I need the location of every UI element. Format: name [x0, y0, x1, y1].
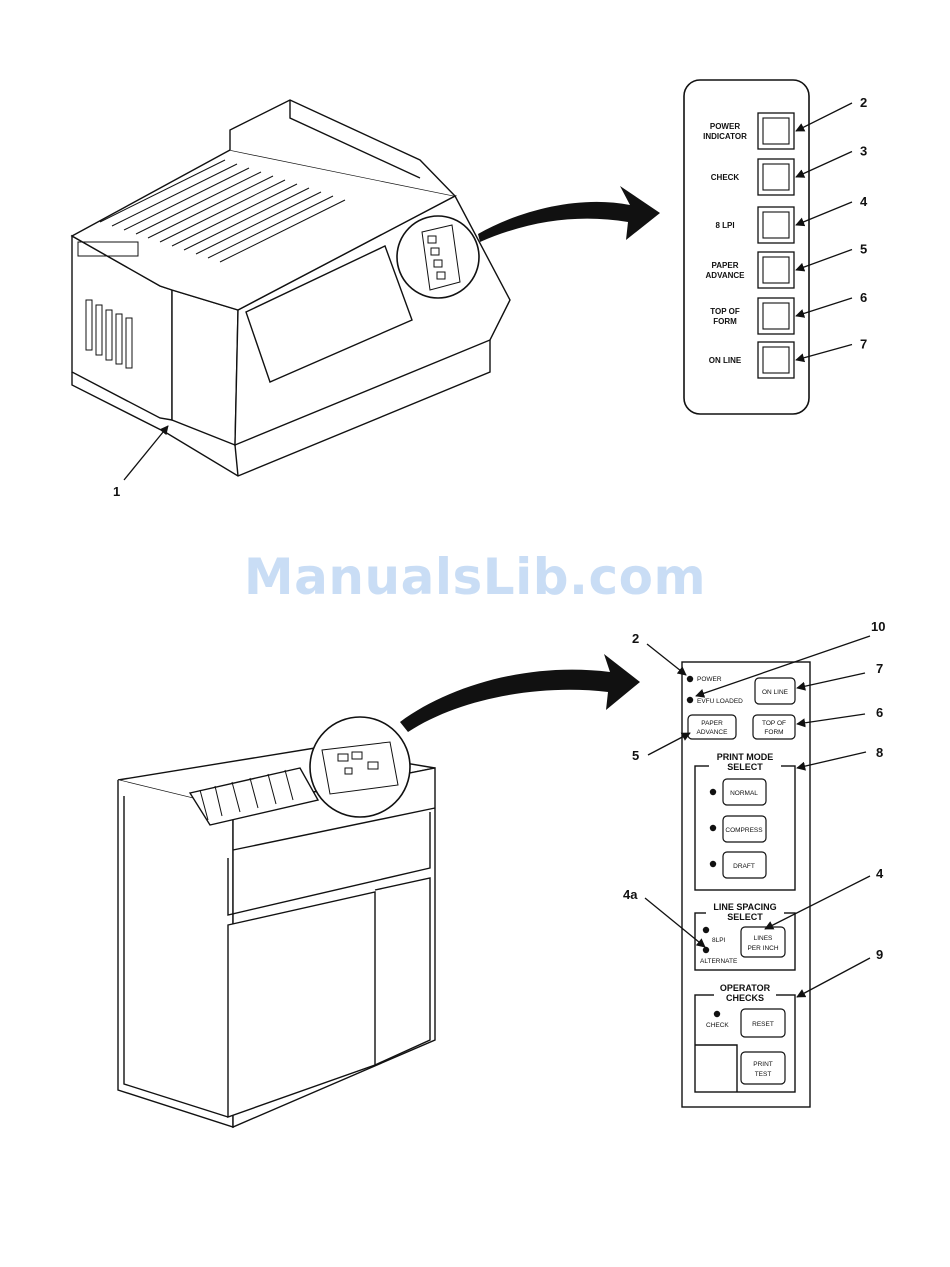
watermark-text: ManualsLib.com [0, 548, 950, 606]
callout-1-arrow [124, 426, 168, 480]
top-panel-button-face-1[interactable] [763, 118, 789, 144]
evfu-loaded-label: EVFU LOADED [697, 698, 743, 705]
callout-lpi-alternate-label: 4a [623, 887, 638, 902]
print-test-button[interactable] [741, 1052, 785, 1084]
top-panel-label-5-line-2: FORM [713, 317, 737, 326]
power-led [687, 676, 693, 682]
normal-led [710, 789, 716, 795]
operator-checks-title-line1: OPERATOR [720, 983, 771, 993]
callout-power-label: 2 [632, 631, 639, 646]
top-panel-button-face-2[interactable] [763, 164, 789, 190]
callout-print-mode-label: 8 [876, 745, 883, 760]
top-panel-callout-1: 2 [860, 95, 867, 110]
callout-paper-advance-label: 5 [632, 748, 639, 763]
callout-operator-checks-label: 9 [876, 947, 883, 962]
paper-advance-line1: PAPER [701, 720, 723, 727]
paper-advance-line2: ADVANCE [697, 729, 729, 736]
top-panel-callout-3: 4 [860, 194, 868, 209]
top-panel-callout-4: 5 [860, 242, 867, 257]
alternate-label: ALTERNATE [700, 958, 738, 965]
compress-button-label: COMPRESS [725, 827, 763, 834]
lpi-led [703, 927, 709, 933]
top-printer-illustration [72, 100, 510, 476]
reset-button-label: RESET [752, 1021, 774, 1028]
print-mode-title-line2: SELECT [727, 762, 763, 772]
callout-evfu-label: 10 [871, 619, 885, 634]
callout-1-label: 1 [113, 484, 120, 499]
top-panel-callout-2: 3 [860, 144, 867, 159]
print-test-line1: PRINT [753, 1061, 773, 1068]
top-panel-button-face-3[interactable] [763, 212, 789, 238]
lines-per-inch-line2: PER INCH [747, 945, 778, 952]
alternate-led [703, 947, 709, 953]
draft-button-label: DRAFT [733, 863, 755, 870]
top-panel-label-1-line-2: INDICATOR [703, 132, 747, 141]
callout-on-line-label: 7 [876, 661, 883, 676]
evfu-loaded-led [687, 697, 693, 703]
top-panel-button-face-6[interactable] [763, 347, 789, 373]
top-panel-label-4-line-2: ADVANCE [706, 271, 746, 280]
line-spacing-title-line2: SELECT [727, 912, 763, 922]
line-spacing-title-line1: LINE SPACING [713, 902, 776, 912]
top-panel-label-1-line-1: POWER [710, 122, 740, 131]
callout-top-of-form-label: 6 [876, 705, 883, 720]
top-of-form-line2: FORM [764, 729, 783, 736]
bottom-printer-illustration [118, 717, 435, 1127]
top-panel-button-face-5[interactable] [763, 303, 789, 329]
top-panel-label-6-line-1: ON LINE [709, 356, 742, 365]
callout-power-arrow [647, 644, 686, 675]
compress-led [710, 825, 716, 831]
top-panel-button-face-4[interactable] [763, 257, 789, 283]
top-of-form-line1: TOP OF [762, 720, 786, 727]
lpi-label: 8LPI [712, 937, 726, 944]
top-curved-arrow [478, 186, 660, 242]
top-panel-label-3-line-1: 8 LPI [715, 221, 734, 230]
top-panel-label-4-line-1: PAPER [712, 261, 739, 270]
top-panel-label-5-line-1: TOP OF [710, 307, 740, 316]
draft-led [710, 861, 716, 867]
normal-button-label: NORMAL [730, 790, 758, 797]
print-test-line2: TEST [755, 1071, 772, 1078]
top-panel-label-2-line-1: CHECK [711, 173, 740, 182]
lines-per-inch-button[interactable] [741, 927, 785, 957]
top-panel-callout-5: 6 [860, 290, 867, 305]
top-panel-callout-6: 7 [860, 337, 867, 352]
callout-lines-per-inch-label: 4 [876, 866, 884, 881]
power-label: POWER [697, 676, 722, 683]
on-line-button-label: ON LINE [762, 689, 789, 696]
print-mode-title-line1: PRINT MODE [717, 752, 774, 762]
check-led [714, 1011, 720, 1017]
check-label: CHECK [706, 1022, 729, 1029]
lines-per-inch-line1: LINES [754, 935, 773, 942]
bottom-curved-arrow [400, 654, 640, 732]
operator-checks-title-line2: CHECKS [726, 993, 764, 1003]
